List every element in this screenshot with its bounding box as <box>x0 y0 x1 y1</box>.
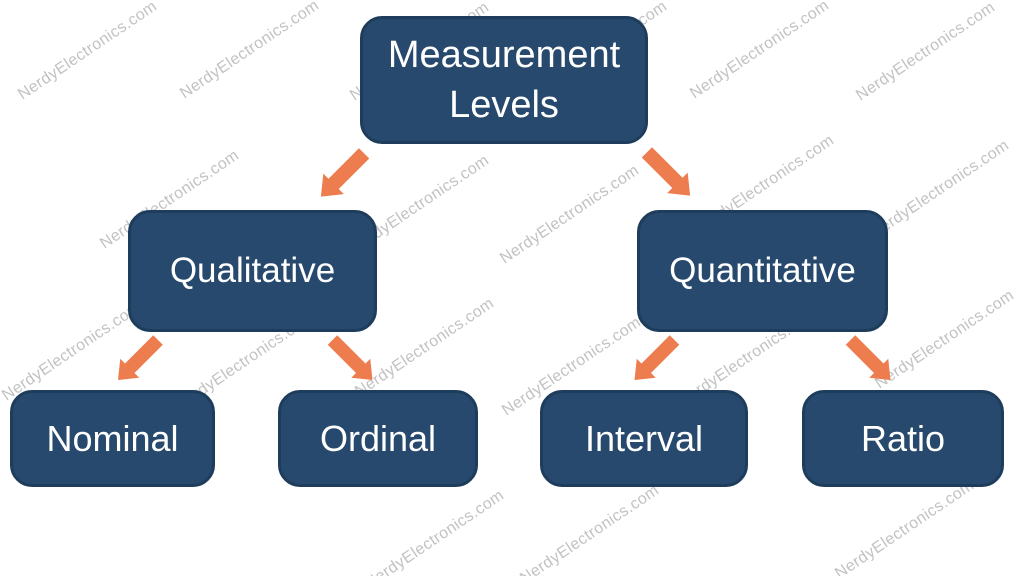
arrow-qualitative-to-ordinal <box>327 335 373 380</box>
node-nominal-label: Nominal <box>46 417 179 459</box>
watermark-text: NerdyElectronics.com <box>517 481 663 576</box>
watermark-text: NerdyElectronics.com <box>687 0 833 103</box>
node-qualitative-label: Qualitative <box>169 251 336 290</box>
node-measurement-levels: Measurement Levels <box>360 16 648 144</box>
watermark-text: NerdyElectronics.com <box>867 136 1013 243</box>
arrow-quantitative-to-interval <box>634 335 680 380</box>
node-quantitative: Quantitative <box>637 210 888 332</box>
node-interval: Interval <box>540 390 748 487</box>
node-quantitative-label: Quantitative <box>669 251 856 290</box>
arrow-quantitative-to-ratio <box>845 335 891 380</box>
arrow-qualitative-to-nominal <box>118 335 163 380</box>
watermark-text: NerdyElectronics.com <box>832 476 978 576</box>
node-ratio: Ratio <box>802 390 1004 487</box>
watermark-text: NerdyElectronics.com <box>853 0 999 105</box>
watermark-text: NerdyElectronics.com <box>177 0 323 103</box>
watermark-text: NerdyElectronics.com <box>497 161 643 268</box>
node-qualitative: Qualitative <box>128 210 377 332</box>
watermark-text: NerdyElectronics.com <box>15 0 161 104</box>
node-nominal: Nominal <box>10 390 215 487</box>
node-interval-label: Interval <box>584 417 704 459</box>
node-ordinal-label: Ordinal <box>319 417 437 459</box>
node-ratio-label: Ratio <box>860 417 946 459</box>
arrow-root-to-qualitative <box>320 148 370 197</box>
watermark-text: NerdyElectronics.com <box>362 486 508 576</box>
node-ordinal: Ordinal <box>278 390 478 487</box>
node-measurement-levels-label: Measurement Levels <box>387 33 621 126</box>
arrow-root-to-quantitative <box>641 147 691 196</box>
